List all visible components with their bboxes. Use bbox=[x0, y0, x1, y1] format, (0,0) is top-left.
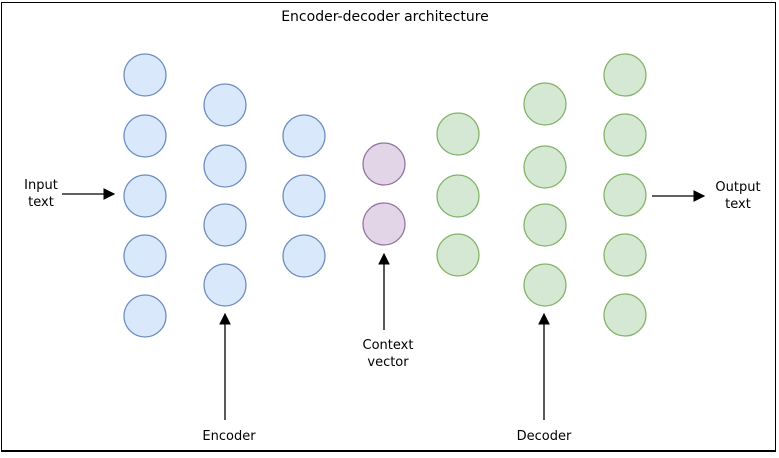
output-text-label: Output text bbox=[715, 180, 761, 212]
diagram-title: Encoder-decoder architecture bbox=[281, 9, 489, 25]
input-text-label: Input text bbox=[24, 178, 58, 210]
decoder-label: Decoder bbox=[516, 429, 572, 444]
diagram-border bbox=[1, 2, 776, 452]
encoder-label: Encoder bbox=[202, 429, 256, 444]
context-vector-label: Context vector bbox=[362, 338, 414, 370]
